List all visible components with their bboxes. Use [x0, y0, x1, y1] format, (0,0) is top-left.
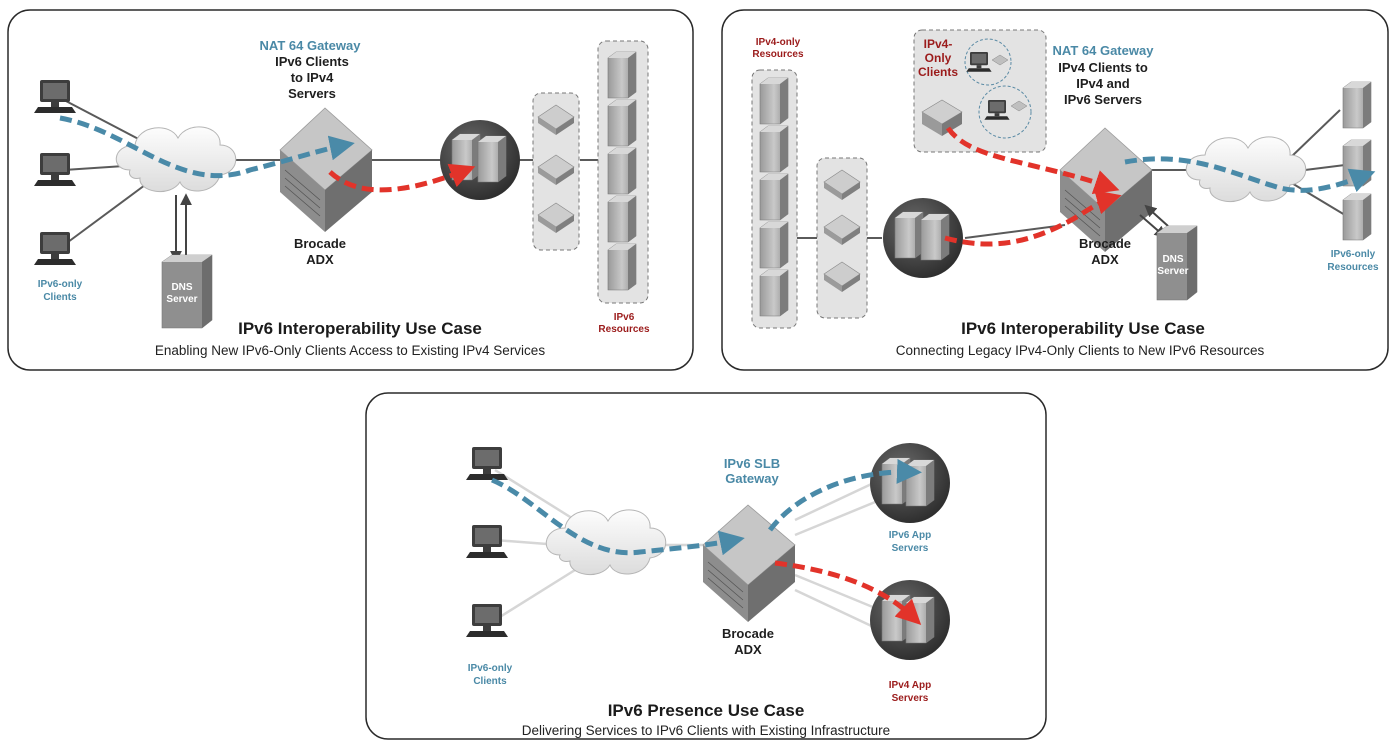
client-pc-icon — [466, 525, 508, 558]
resources-label-line1: IPv6 — [614, 312, 635, 323]
red-flow-arrow — [945, 126, 1120, 195]
device-label-line2: ADX — [1091, 252, 1119, 267]
panel3-links — [494, 468, 881, 632]
gateway-desc-line3: Servers — [288, 86, 336, 101]
gateway-title-line1: IPv6 SLB — [724, 456, 780, 471]
client-pc-icon — [466, 604, 508, 637]
panel2-subtitle: Connecting Legacy IPv4-Only Clients to N… — [896, 343, 1265, 358]
ipv6-resources-label-line2: Resources — [1327, 262, 1379, 273]
server-icon — [1342, 81, 1372, 129]
gateway-desc-line2: IPv4 and — [1076, 76, 1130, 91]
gateway-title: NAT 64 Gateway — [1053, 43, 1155, 58]
blue-flow-arrow — [768, 458, 922, 532]
dns-arrow-up — [1144, 204, 1169, 227]
red-flow-arrow — [774, 560, 922, 625]
network-cloud-icon — [115, 126, 237, 193]
clients-label-line2: Clients — [473, 676, 507, 687]
panel1-subtitle: Enabling New IPv6-Only Clients Access to… — [155, 343, 545, 358]
gateway-title: NAT 64 Gateway — [260, 38, 362, 53]
server-icon — [759, 173, 789, 221]
dns-label-line2: Server — [1157, 266, 1188, 277]
client-pc-icon — [966, 52, 992, 72]
server-icon — [607, 147, 637, 195]
panel-ipv4-only-clients: DNS Server IPv4-only Resources IPv4- Onl… — [721, 9, 1389, 371]
server-icon — [920, 213, 950, 261]
clients-label-line2: Clients — [43, 292, 77, 303]
server-icon — [759, 125, 789, 173]
panel-ipv6-only-clients: DNS Server — [7, 9, 694, 371]
panel2-title: IPv6 Interoperability Use Case — [961, 319, 1205, 338]
resources-label-line2: Resources — [598, 324, 650, 335]
dns-label-line1: DNS — [171, 282, 192, 293]
server-icon — [1342, 193, 1372, 241]
gateway-desc-line1: IPv6 Clients — [275, 54, 349, 69]
gateway-desc-line2: to IPv4 — [291, 70, 334, 85]
client-pc-icon — [984, 100, 1010, 120]
ipv6-app-label-line2: Servers — [892, 543, 929, 554]
panel2-border — [721, 9, 1389, 371]
dns-label-line1: DNS — [1162, 254, 1183, 265]
ipv6-app-label-line1: IPv6 App — [889, 530, 931, 541]
dns-label-line2: Server — [166, 294, 197, 305]
client-pc-icon — [34, 232, 76, 265]
server-icon — [607, 99, 637, 147]
client-pc-icon — [34, 80, 76, 113]
server-icon — [905, 596, 935, 644]
red-flow-arrow — [944, 190, 1122, 247]
server-icon — [759, 77, 789, 125]
server-icon — [759, 221, 789, 269]
server-icon — [894, 211, 924, 259]
server-icon — [607, 51, 637, 99]
server-icon — [477, 135, 507, 183]
client-pc-icon — [34, 153, 76, 186]
ipv4-app-label-line2: Servers — [892, 693, 929, 704]
ipv4-clients-label-line1: IPv4- — [924, 37, 953, 51]
client-pc-icon — [466, 447, 508, 480]
ipv4-clients-label-line3: Clients — [918, 65, 958, 79]
ipv4-resources-label-line1: IPv4-only — [756, 37, 801, 48]
device-label-line1: Brocade — [294, 236, 346, 251]
blue-flow-arrow — [1124, 156, 1376, 193]
device-label-line1: Brocade — [1079, 236, 1131, 251]
client-circle — [978, 85, 1032, 139]
ipv4-resources-label-line2: Resources — [752, 49, 804, 60]
ipv4-clients-label-line2: Only — [925, 51, 952, 65]
panel3-title: IPv6 Presence Use Case — [608, 701, 805, 720]
ipv4-app-label-line1: IPv4 App — [889, 680, 931, 691]
clients-label-line1: IPv6-only — [38, 279, 83, 290]
server-icon — [759, 269, 789, 317]
network-cloud-icon — [545, 509, 667, 576]
device-label-line1: Brocade — [722, 626, 774, 641]
ipv6-resources-label-line1: IPv6-only — [1331, 249, 1376, 260]
server-icon — [607, 195, 637, 243]
server-icon — [905, 459, 935, 507]
dns-server-icon — [1156, 225, 1198, 301]
device-label-line2: ADX — [734, 642, 762, 657]
gateway-title-line2: Gateway — [725, 471, 779, 486]
clients-label-line1: IPv6-only — [468, 663, 513, 674]
dns-server-icon — [161, 254, 213, 329]
panel1-title: IPv6 Interoperability Use Case — [238, 319, 482, 338]
blue-flow-arrow — [491, 477, 745, 556]
red-flow-arrow — [328, 163, 476, 193]
gateway-desc-line1: IPv4 Clients to — [1058, 60, 1148, 75]
gateway-desc-line3: IPv6 Servers — [1064, 92, 1142, 107]
client-circle — [964, 38, 1012, 86]
panel-ipv6-presence: IPv6 SLB Gateway Brocade ADX IPv6-only C… — [365, 392, 1047, 740]
panel3-subtitle: Delivering Services to IPv6 Clients with… — [522, 723, 890, 738]
device-label-line2: ADX — [306, 252, 334, 267]
server-icon — [607, 243, 637, 291]
